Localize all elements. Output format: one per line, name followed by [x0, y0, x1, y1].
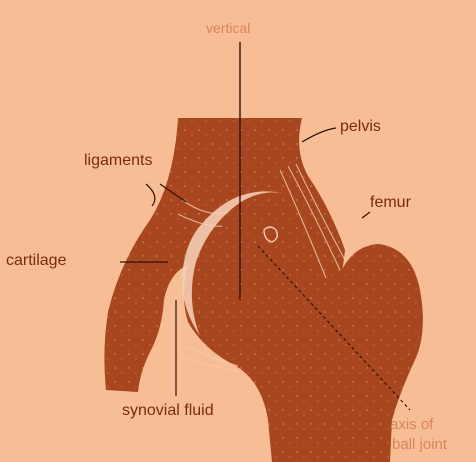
label-cartilage: cartilage [6, 252, 66, 270]
label-synovial-fluid: synovial fluid [122, 402, 214, 420]
label-axis-line2: ball joint [392, 436, 447, 453]
label-ligaments: ligaments [84, 152, 152, 170]
label-pelvis: pelvis [340, 118, 381, 136]
label-femur: femur [370, 194, 411, 212]
label-axis-line1: axis of [390, 416, 433, 433]
label-vertical: vertical [206, 20, 250, 36]
